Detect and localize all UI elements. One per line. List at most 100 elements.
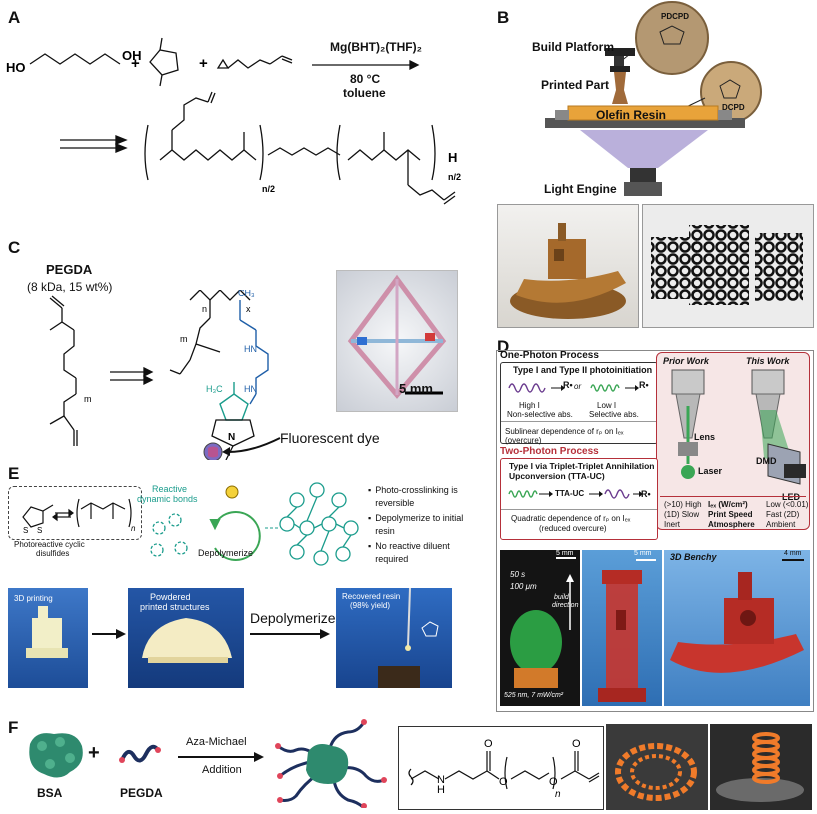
- octahedron-photo: 5 mm: [336, 270, 458, 412]
- dye-arrow: [222, 437, 281, 456]
- pegda-strand: [119, 744, 161, 763]
- panel-letter-b: B: [497, 8, 510, 27]
- light-label: 525 nm, 7 mW/cm²: [504, 692, 564, 699]
- n-atom-f: N: [437, 774, 445, 786]
- panel-letter-e: E: [8, 464, 20, 483]
- hn-label-1: HN: [244, 344, 257, 354]
- panel-d-frame: [496, 350, 814, 712]
- conjugate-product: [275, 719, 387, 808]
- depolymerize-cycle-label: Depolymerize: [198, 548, 254, 558]
- tower-photo: 5 mm: [582, 550, 662, 706]
- r-dot-1: R•: [563, 380, 573, 390]
- reactive-label: Reactive: [152, 484, 188, 494]
- panel-a-scheme: HO OH + + H n/2 n/2: [6, 37, 461, 205]
- two-photon-box: Type I via Triplet-Triplet Annihilation …: [500, 458, 658, 540]
- two-photon-title: Two-Photon Process: [500, 446, 599, 457]
- sublinear-label: Sublinear dependence of rₚ on Iₑₓ (overc…: [505, 427, 624, 445]
- arrow-e1: [92, 629, 126, 639]
- laser-label: Laser: [698, 466, 723, 476]
- prior-work-label: Prior Work: [663, 356, 709, 366]
- benchy-photo-d: 3D Benchy 4 mm: [664, 550, 810, 706]
- h-terminal: H: [448, 150, 457, 165]
- led-label: LED: [782, 492, 800, 502]
- printing-setup-diagram: [671, 369, 806, 485]
- arrow-e2: [250, 629, 330, 639]
- recovered-label-2: (98% yield): [350, 601, 391, 610]
- catalyst-label: Mg(BHT)₂(THF)₂: [330, 40, 422, 54]
- pdcpd-label: PDCPD: [661, 12, 690, 21]
- recovered-label-1: Recovered resin: [342, 592, 401, 601]
- m-subscript-pegda: m: [84, 394, 92, 404]
- photoreactive-label-2: disulfides: [36, 549, 70, 558]
- or-label: or: [574, 382, 582, 391]
- n-atom: N: [228, 432, 235, 443]
- pegda-label-f: PEGDA: [120, 786, 163, 800]
- bullet-3: No reactive diluent required: [375, 541, 450, 564]
- ho-label: HO: [6, 60, 26, 75]
- ch3-label: CH₃: [238, 290, 255, 298]
- nonselective-label: Non-selective abs.: [507, 410, 573, 419]
- scale-bar-c: 5 mm: [399, 381, 433, 396]
- scale-bar-d2: 5 mm: [634, 550, 652, 557]
- selective-label: Selective abs.: [589, 410, 639, 419]
- tta-uc-label: TTA-UC: [555, 489, 585, 498]
- lens-label: Lens: [694, 432, 716, 442]
- powder-photo: Powdered printed structures: [128, 588, 244, 688]
- type12-label: Type I and Type II photoinitiation: [513, 365, 653, 375]
- o-atom-f1: O: [484, 738, 493, 750]
- n2-label-1: n/2: [262, 184, 275, 194]
- r-dot-2: R•: [639, 380, 649, 390]
- pegda-subtitle: (8 kDa, 15 wt%): [27, 280, 113, 294]
- lattice-tube-photo: [606, 724, 708, 810]
- one-photon-title: One-Photon Process: [500, 350, 599, 361]
- s-atom-2: S: [37, 526, 42, 535]
- oh-label: OH: [122, 48, 142, 63]
- panel-letter-f: F: [8, 718, 19, 737]
- time-label: 50 s: [510, 570, 526, 579]
- plus-1: +: [131, 55, 140, 72]
- recovered-resin-photo: Recovered resin (98% yield): [336, 588, 452, 688]
- n2-label-2: n/2: [448, 172, 461, 182]
- panel-c-chemistry: m m n x HN HN CH₃ H₃C N: [49, 290, 269, 460]
- n-subscript-e: n: [131, 524, 136, 533]
- benchy-label: 3D Benchy: [670, 552, 717, 562]
- this-work-label: This Work: [746, 356, 790, 366]
- o-atom-f4: O: [572, 738, 581, 750]
- bullet-2: Depolymerize to initial resin: [375, 513, 464, 536]
- hn-label-2: HN: [244, 384, 257, 394]
- r-dot-3: R•: [641, 489, 651, 499]
- high-i-label: High I: [519, 401, 540, 410]
- addition-label: Addition: [202, 764, 242, 776]
- 3d-printing-photo: 3D printing: [8, 588, 88, 688]
- o-atom-f3: O: [549, 776, 558, 788]
- powder-label-2: printed structures: [140, 602, 210, 612]
- powder-label-1: Powdered: [150, 592, 191, 602]
- h3c-label: H₃C: [206, 384, 223, 394]
- dcpd-label: DCPD: [722, 103, 745, 112]
- reduced-label: (reduced overcure): [539, 524, 607, 533]
- benchy-photo-b: [497, 204, 639, 328]
- m-subscript: m: [180, 334, 188, 344]
- 3d-printing-label: 3D printing: [14, 594, 53, 603]
- bullet-1: Photo-crosslinking is reversible: [375, 485, 458, 508]
- n-subscript: n: [202, 304, 207, 314]
- panel-letter-a: A: [8, 8, 21, 27]
- n-subscript-f: n: [555, 789, 561, 800]
- disulfide-box: S S n: [8, 486, 142, 540]
- printer-diagram: [545, 1, 762, 196]
- print-process-photo: 5 mm 50 s 100 μm build direction 525 nm,…: [500, 550, 580, 706]
- plus-f: +: [88, 742, 100, 764]
- one-photon-box: Type I and Type II photoinitiation R• or…: [500, 362, 658, 445]
- tta-title-1: Type I via Triplet-Triplet Annihilation: [509, 461, 655, 471]
- o-atom-f2: O: [499, 776, 508, 788]
- depolymerize-arrow-label: Depolymerize: [250, 610, 336, 626]
- s-atom-1: S: [23, 526, 28, 535]
- lattice-photo: [642, 204, 814, 328]
- olefin-resin-label: Olefin Resin: [596, 108, 667, 122]
- dmd-label: DMD: [756, 456, 777, 466]
- quadratic-label: Quadratic dependence of rₚ on Iₑₓ: [511, 514, 631, 523]
- aza-michael-label: Aza-Michael: [186, 736, 247, 748]
- photoreactive-label-1: Photoreactive cyclic: [14, 540, 85, 549]
